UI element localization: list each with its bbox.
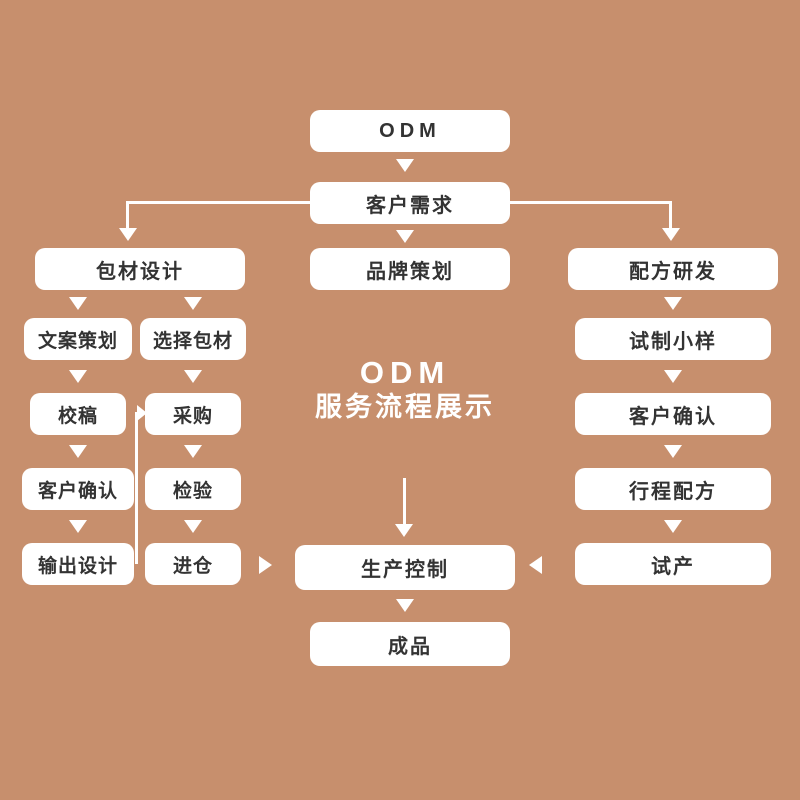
connector-right-horizontal	[510, 201, 672, 204]
node-brand-planning: 品牌策划	[310, 248, 510, 290]
diagram-title: ODM 服务流程展示	[255, 356, 555, 424]
connector-center-vertical	[403, 478, 406, 526]
arrow-odm-to-customer-needs-icon	[396, 159, 414, 172]
node-trial-sample: 试制小样	[575, 318, 771, 360]
arrow-inspection-to-warehouse-icon	[184, 520, 202, 533]
arrow-formula-rd-to-trial-sample-icon	[664, 297, 682, 310]
node-warehouse: 进仓	[145, 543, 241, 585]
connector-output-design-to-purchase	[135, 412, 138, 564]
connector-left-horizontal	[126, 201, 310, 204]
node-copy-planning: 文案策划	[24, 318, 132, 360]
arrow-customer-confirm-to-output-design-icon	[69, 520, 87, 533]
node-production-control: 生产控制	[295, 545, 515, 590]
diagram-title-line1: ODM	[359, 355, 451, 390]
node-inspection: 检验	[145, 468, 241, 510]
node-formula-rd: 配方研发	[568, 248, 778, 290]
arrow-production-control-to-finished-product-icon	[396, 599, 414, 612]
node-trial-production: 试产	[575, 543, 771, 585]
arrow-packaging-to-copy-planning-icon	[69, 297, 87, 310]
node-customer-confirm-left: 客户确认	[22, 468, 134, 510]
node-select-packaging: 选择包材	[140, 318, 246, 360]
connector-left-vertical	[126, 201, 129, 229]
arrow-to-packaging-design-icon	[119, 228, 137, 241]
connector-right-vertical	[669, 201, 672, 229]
node-customer-needs: 客户需求	[310, 182, 510, 224]
arrow-trial-sample-to-customer-confirm-icon	[664, 370, 682, 383]
arrow-copy-planning-to-proofreading-icon	[69, 370, 87, 383]
node-purchase: 采购	[145, 393, 241, 435]
node-finished-product: 成品	[310, 622, 510, 666]
node-odm: ODM	[310, 110, 510, 152]
arrow-warehouse-to-production-control-icon	[259, 556, 272, 574]
arrow-to-production-control-icon	[395, 524, 413, 537]
arrow-form-formula-to-trial-production-icon	[664, 520, 682, 533]
arrow-packaging-to-select-packaging-icon	[184, 297, 202, 310]
node-form-formula: 行程配方	[575, 468, 771, 510]
arrow-output-design-to-purchase-icon	[137, 405, 147, 421]
arrow-to-formula-rd-icon	[662, 228, 680, 241]
arrow-select-packaging-to-purchase-icon	[184, 370, 202, 383]
arrow-proofreading-to-customer-confirm-icon	[69, 445, 87, 458]
arrow-customer-confirm-to-form-formula-icon	[664, 445, 682, 458]
node-output-design: 输出设计	[22, 543, 134, 585]
node-packaging-design: 包材设计	[35, 248, 245, 290]
node-customer-confirm-right: 客户确认	[575, 393, 771, 435]
arrow-trial-production-to-production-control-icon	[529, 556, 542, 574]
arrow-customer-needs-to-brand-planning-icon	[396, 230, 414, 243]
node-proofreading: 校稿	[30, 393, 126, 435]
arrow-purchase-to-inspection-icon	[184, 445, 202, 458]
diagram-title-line2: 服务流程展示	[315, 392, 495, 422]
